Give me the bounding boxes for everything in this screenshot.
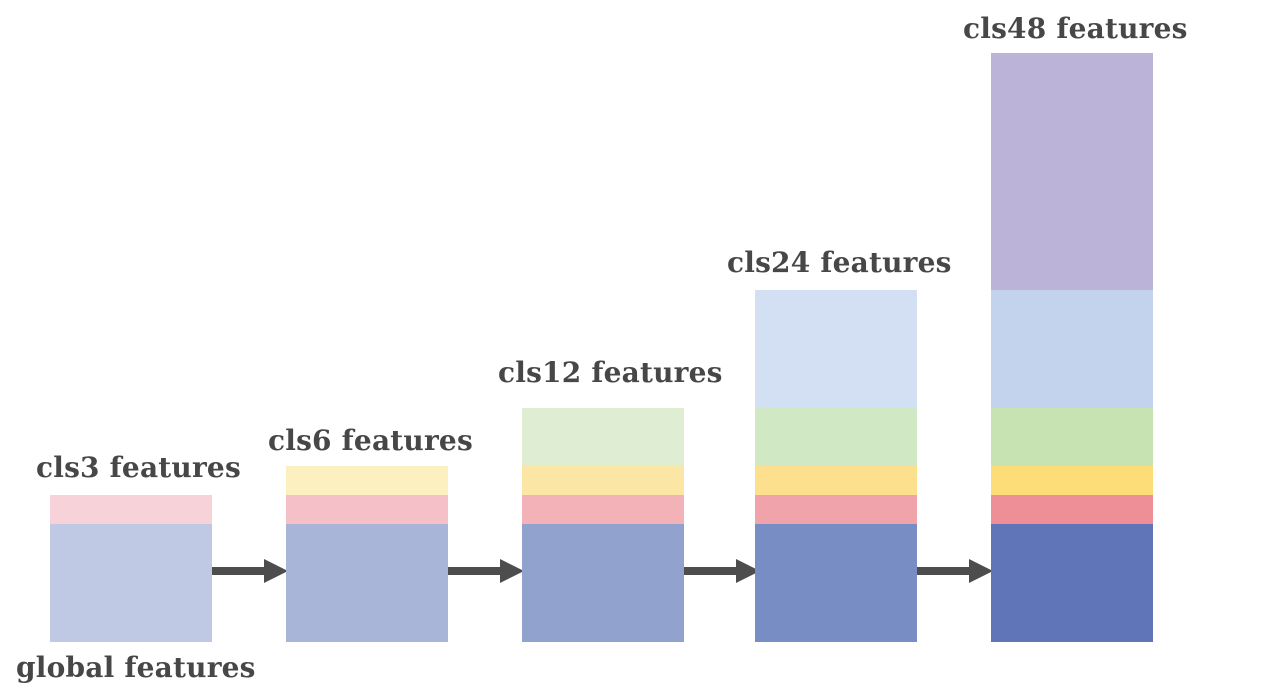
stage3-cls3-block bbox=[522, 495, 684, 524]
arrow-right-icon bbox=[212, 559, 288, 583]
stage3-cls6-block bbox=[522, 466, 684, 495]
label-global-features: global features bbox=[16, 651, 256, 684]
stage4-cls24-block bbox=[755, 290, 917, 408]
label-cls48-features: cls48 features bbox=[963, 12, 1188, 45]
label-cls6-features: cls6 features bbox=[268, 424, 473, 457]
arrow-right-icon bbox=[684, 559, 760, 583]
stage5-global-block bbox=[991, 524, 1153, 642]
stage2-global-block bbox=[286, 524, 448, 642]
stage2-cls3-block bbox=[286, 495, 448, 524]
stage4-cls6-block bbox=[755, 466, 917, 495]
stage1-global-block bbox=[50, 524, 212, 642]
stage5-cls12-block bbox=[991, 408, 1153, 466]
stage5-cls48-block bbox=[991, 53, 1153, 290]
stage3-cls12-block bbox=[522, 408, 684, 466]
arrow-right-icon bbox=[917, 559, 993, 583]
arrow-right-icon bbox=[448, 559, 524, 583]
stage5-cls6-block bbox=[991, 466, 1153, 495]
stage4-cls12-block bbox=[755, 408, 917, 466]
stage1-cls3-block bbox=[50, 495, 212, 524]
stage3-global-block bbox=[522, 524, 684, 642]
label-cls12-features: cls12 features bbox=[498, 356, 723, 389]
label-cls3-features: cls3 features bbox=[36, 451, 241, 484]
stage5-cls3-block bbox=[991, 495, 1153, 524]
stage2-cls6-block bbox=[286, 466, 448, 495]
stage4-cls3-block bbox=[755, 495, 917, 524]
stage5-cls24-block bbox=[991, 290, 1153, 408]
stage4-global-block bbox=[755, 524, 917, 642]
label-cls24-features: cls24 features bbox=[727, 246, 952, 279]
